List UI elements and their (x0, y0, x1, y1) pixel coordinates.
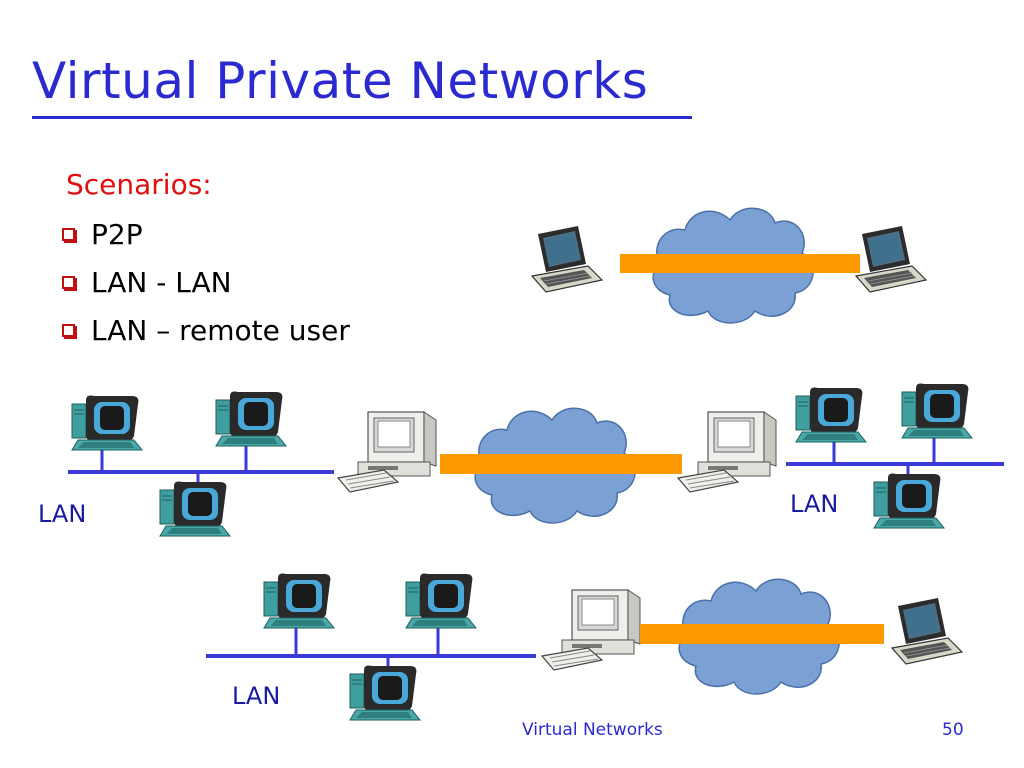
bullet-box-icon (62, 275, 75, 289)
tunnel-bar (640, 624, 884, 644)
server-pc-icon (337, 411, 437, 493)
page-number: 50 (942, 720, 964, 740)
laptop-icon (531, 225, 603, 293)
workstation-icon (349, 665, 421, 721)
bullet-box-icon (62, 227, 75, 241)
tunnel-bar (440, 454, 682, 474)
workstation-icon (405, 573, 477, 629)
p2p-scenario (531, 207, 927, 324)
slide-title: Virtual Private Networks (32, 52, 649, 110)
lan-label-bottom: LAN (232, 682, 281, 710)
laptop-icon (855, 225, 927, 293)
workstation-icon (159, 481, 231, 537)
title-underline (32, 116, 692, 119)
lan-lan-scenario (68, 383, 1004, 537)
bullet-item: LAN – remote user (62, 306, 350, 354)
bullet-item: P2P (62, 210, 350, 258)
laptop-icon (891, 597, 963, 665)
server-pc-icon (541, 589, 641, 671)
workstation-icon (795, 387, 867, 443)
workstation-icon (901, 383, 973, 439)
bullet-item: LAN - LAN (62, 258, 350, 306)
scenarios-heading: Scenarios: (66, 168, 212, 201)
bullet-box-icon (62, 323, 75, 337)
lan-remote-scenario (206, 573, 963, 721)
workstation-icon (71, 395, 143, 451)
server-pc-icon (677, 411, 777, 493)
lan-label-right: LAN (790, 490, 839, 518)
workstation-icon (215, 391, 287, 447)
workstation-icon (873, 473, 945, 529)
scenario-list: P2P LAN - LAN LAN – remote user (62, 210, 350, 354)
workstation-icon (263, 573, 335, 629)
footer-title: Virtual Networks (522, 720, 663, 740)
tunnel-bar (620, 254, 860, 273)
lan-label-left: LAN (38, 500, 87, 528)
